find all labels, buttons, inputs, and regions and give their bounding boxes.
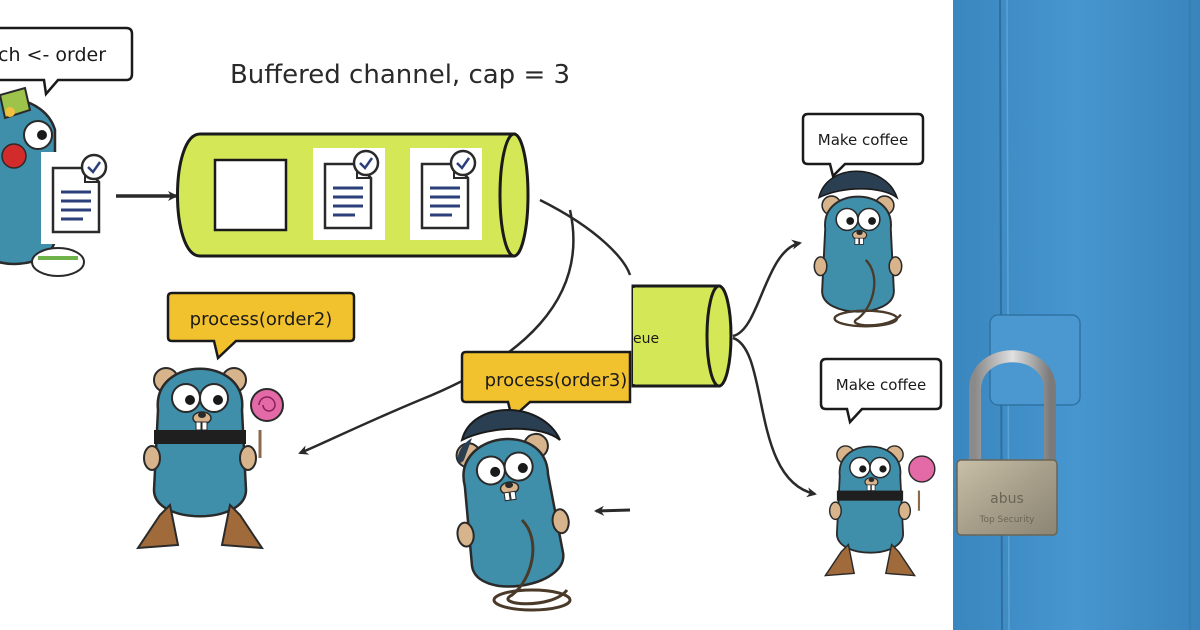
diagram-title: Buffered channel, cap = 3 — [230, 60, 570, 90]
padlock-brand-text: abus — [990, 491, 1024, 507]
queue-arrow-top — [732, 239, 802, 338]
worker-bubble-left-text: process(order2) — [190, 309, 333, 330]
padlock-model-text: Top Security — [978, 515, 1035, 525]
barista-bubble-top-text: Make coffee — [818, 131, 909, 149]
order-document-icon — [39, 150, 115, 246]
receive-arrow-left — [298, 209, 575, 455]
sender-bubble-text: ch <- order — [0, 44, 106, 66]
barista-gopher-bottom — [823, 445, 936, 577]
queue-label: eue — [633, 331, 659, 347]
receive-arrow-mid — [594, 505, 631, 516]
channel-to-queue-curve — [539, 198, 632, 276]
buffer-slot-empty — [213, 158, 288, 232]
buffer-slots — [213, 146, 484, 242]
buffer-slot-order-icon — [408, 146, 484, 242]
worker-bubble-mid: process(order3) — [460, 350, 632, 421]
worker-gopher-left — [136, 366, 284, 550]
barista-bubble-bottom: Make coffee — [819, 357, 943, 425]
worker-bubble-mid-text: process(order3) — [485, 370, 628, 391]
worker-gopher-mid — [443, 409, 578, 612]
padlock-photo: abus Top Security — [953, 0, 1200, 630]
barista-bubble-top: Make coffee — [801, 112, 925, 179]
queue-arrow-bottom — [732, 336, 817, 498]
coffee-queue: eue — [631, 284, 733, 388]
barista-bubble-bottom-text: Make coffee — [836, 376, 927, 394]
buffer-slot-order-icon — [311, 146, 387, 242]
sender-bubble: ch <- order — [0, 26, 134, 97]
barista-gopher-top — [813, 170, 903, 328]
worker-bubble-left: process(order2) — [166, 291, 356, 361]
